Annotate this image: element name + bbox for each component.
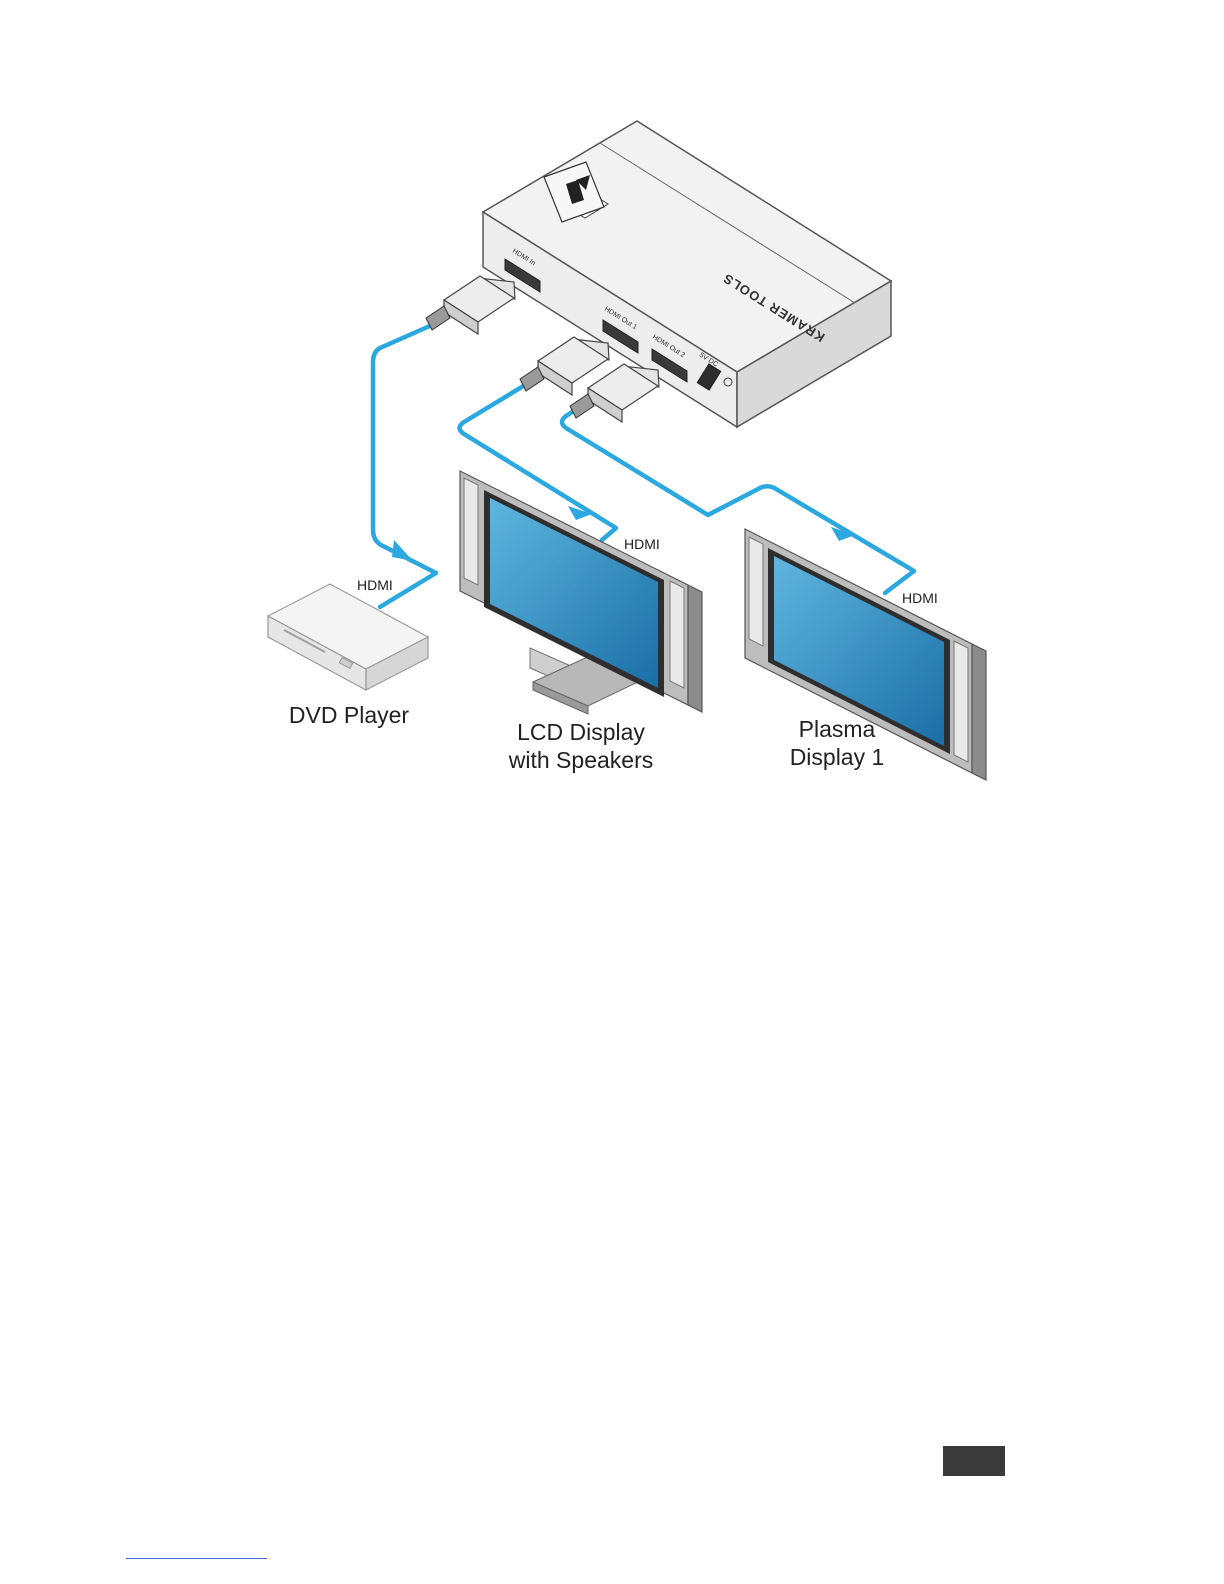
plasma-cable-label: HDMI <box>902 590 938 606</box>
footer-link-underline[interactable] <box>126 1558 267 1559</box>
hdmi-splitter-device: KRAMER TOOLS HDMI In HDMI Out 1 HDMI Out… <box>483 121 891 427</box>
plasma-display-label-line1: Plasma <box>799 716 876 742</box>
plasma-display-icon <box>745 529 986 780</box>
page-number-tab <box>943 1446 1005 1476</box>
plasma-display-label-line2: Display 1 <box>790 744 885 770</box>
dvd-player-label: DVD Player <box>289 702 409 728</box>
dvd-player-icon <box>268 584 428 690</box>
dvd-cable-label: HDMI <box>357 577 393 593</box>
lcd-display-label-line2: with Speakers <box>508 747 653 773</box>
cable-to-dvd <box>373 325 436 607</box>
lcd-display-label-line1: LCD Display <box>517 719 645 745</box>
lcd-cable-label: HDMI <box>624 536 660 552</box>
hdmi-plug-input <box>426 276 515 334</box>
